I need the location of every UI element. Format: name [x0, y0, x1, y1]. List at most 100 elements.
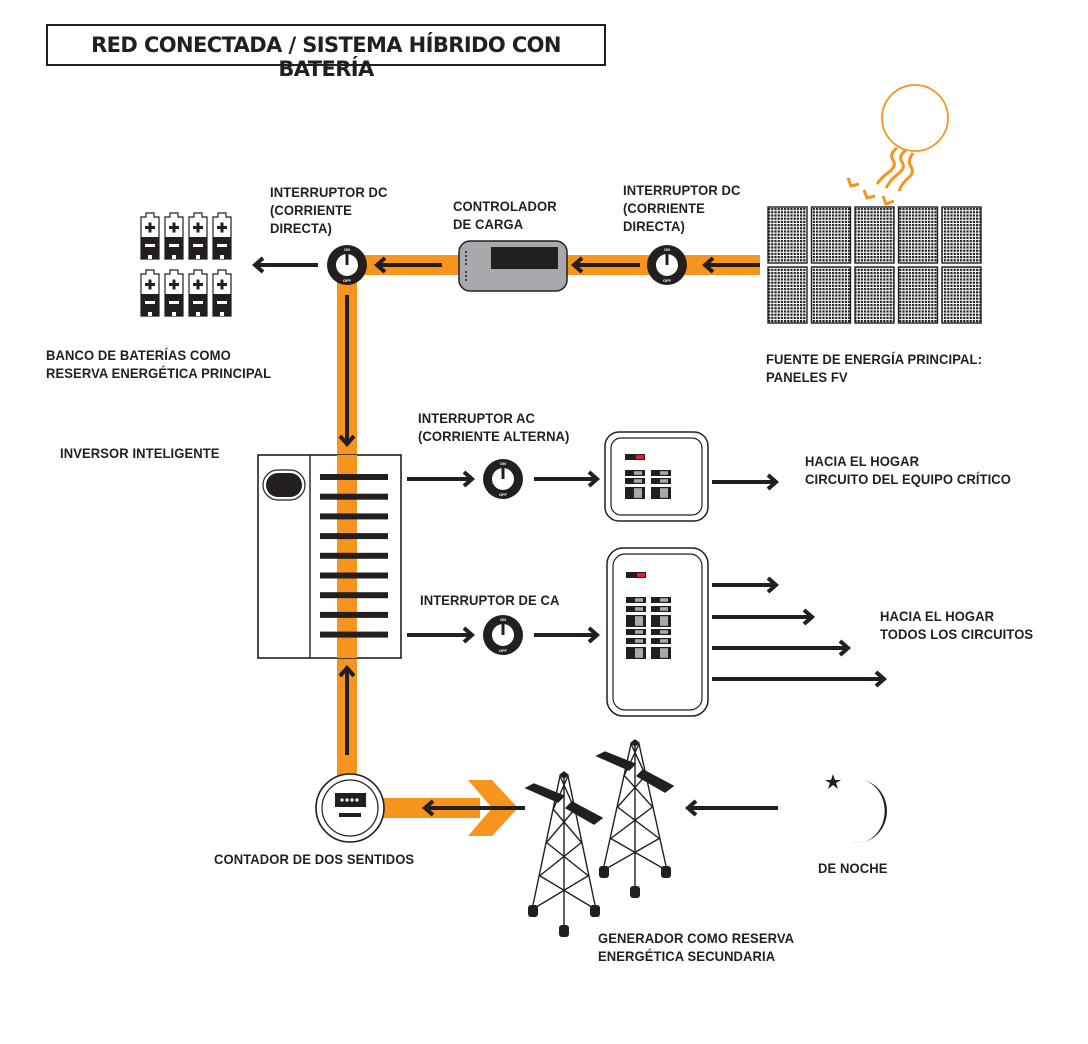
breaker-toggle — [635, 648, 643, 658]
inverter-icon — [257, 454, 402, 659]
inverter-vent-bar — [320, 493, 388, 500]
arrow-right-circuit-2 — [712, 608, 816, 626]
ac-switch-top[interactable]: ON OFF — [483, 459, 523, 499]
battery-icon — [212, 269, 232, 317]
arrow-right-circuit-4 — [712, 670, 888, 688]
breaker-toggle — [660, 616, 668, 626]
arrow-right-to-ac-switch-bottom — [407, 626, 476, 644]
switch-pointer — [345, 254, 349, 265]
tower-footing — [630, 886, 640, 898]
label-pv-panels: FUENTE DE ENERGÍA PRINCIPAL: PANELES FV — [766, 350, 982, 386]
label-dc-switch-right: INTERRUPTOR DC (CORRIENTE DIRECTA) — [623, 181, 741, 235]
tower-footing — [599, 866, 609, 878]
arrow-right-to-ac-switch-top — [407, 470, 476, 488]
breaker-toggle — [635, 616, 643, 626]
breaker-toggle — [660, 607, 668, 611]
breaker-toggle — [660, 471, 668, 475]
label-battery-bank: BANCO DE BATERÍAS COMO RESERVA ENERGÉTIC… — [46, 346, 271, 382]
arrow-right-circuit-3 — [712, 639, 852, 657]
solar-panel-icon — [810, 266, 852, 324]
switch-off-label: OFF — [499, 648, 508, 653]
inverter-vent-bar — [320, 533, 388, 540]
breaker-toggle — [660, 648, 668, 658]
arrow-left-to-meter — [421, 799, 525, 817]
label-line: RESERVA ENERGÉTICA PRINCIPAL — [46, 365, 272, 381]
arrow-right-circuit-1 — [712, 576, 780, 594]
label-bidirectional-meter: CONTADOR DE DOS SENTIDOS — [214, 851, 415, 867]
tower-footing — [559, 925, 569, 937]
label-line: (CORRIENTE — [270, 202, 352, 218]
label-smart-inverter: INVERSOR INTELIGENTE — [60, 445, 220, 461]
label-line: BANCO DE BATERÍAS COMO — [46, 347, 231, 363]
battery-icon — [164, 269, 184, 317]
solar-panel-icon — [941, 206, 982, 264]
inverter-vent-bar — [320, 552, 388, 559]
label-line: INTERRUPTOR DC — [623, 182, 741, 198]
diagram-title: RED CONECTADA / SISTEMA HÍBRIDO CON BATE… — [91, 33, 561, 81]
label-line: ENERGÉTICA SECUNDARIA — [598, 948, 776, 964]
solar-panel-icon — [810, 206, 852, 264]
label-line: TODOS LOS CIRCUITOS — [880, 626, 1034, 642]
flow-arrows — [251, 256, 888, 817]
breaker-toggle — [635, 598, 643, 602]
label-line: (CORRIENTE ALTERNA) — [418, 428, 570, 444]
breaker-panel-all — [606, 547, 709, 717]
title-box: RED CONECTADA / SISTEMA HÍBRIDO CON BATE… — [46, 24, 606, 81]
breaker-toggle — [660, 598, 668, 602]
switch-on-label: ON — [664, 247, 670, 252]
meter-icon — [315, 773, 385, 843]
label-line: INTERRUPTOR AC — [418, 410, 536, 426]
pv-panels — [767, 206, 982, 324]
breaker-toggle — [634, 488, 642, 498]
moon-icon — [852, 780, 887, 843]
controller-leds — [465, 251, 467, 281]
label-line: CIRCUITO DEL EQUIPO CRÍTICO — [805, 471, 1012, 487]
dc-switch-right[interactable]: ON OFF — [647, 245, 687, 285]
solar-panel-icon — [767, 266, 808, 324]
battery-icon — [164, 212, 184, 260]
star-icon — [825, 774, 841, 789]
battery-icon — [188, 269, 208, 317]
charge-controller — [458, 240, 568, 292]
ac-switch-bottom[interactable]: ON OFF — [483, 615, 523, 655]
label-generator: GENERADOR COMO RESERVA ENERGÉTICA SECUND… — [598, 929, 794, 965]
switch-pointer — [501, 624, 505, 635]
arrow-right-critical — [712, 473, 780, 491]
arrow-down-to-inverter — [338, 295, 356, 448]
label-line: DIRECTA) — [270, 220, 332, 236]
switch-pointer — [501, 468, 505, 479]
inverter-vent-bar — [320, 572, 388, 579]
arrow-right-to-panel-top — [534, 470, 601, 488]
inverter-vent-bar — [320, 513, 388, 520]
label-charge-controller: CONTROLADOR DE CARGA — [453, 197, 557, 233]
transmission-tower — [524, 771, 604, 937]
switch-on-label: ON — [500, 461, 506, 466]
sun-icon — [846, 84, 949, 206]
breaker-toggle — [634, 471, 642, 475]
label-line: GENERADOR COMO RESERVA — [598, 930, 795, 946]
label-line: (CORRIENTE — [623, 200, 705, 216]
switch-off-label: OFF — [499, 492, 508, 497]
label-line: PANELES FV — [766, 369, 848, 385]
solar-panel-icon — [897, 206, 939, 264]
label-critical-circuit: HACIA EL HOGAR CIRCUITO DEL EQUIPO CRÍTI… — [805, 452, 1011, 488]
breaker-toggle — [660, 630, 668, 634]
tower-footing — [661, 866, 671, 878]
switch-on-label: ON — [500, 617, 506, 622]
tower-footing — [528, 905, 538, 917]
arrow-left-to-battery — [251, 256, 318, 274]
label-line: CONTROLADOR — [453, 198, 557, 214]
arrow-left-night — [684, 799, 778, 817]
label-line: INTERRUPTOR DC — [270, 184, 388, 200]
arrow-left-pv — [701, 256, 760, 274]
label-line: HACIA EL HOGAR — [805, 453, 920, 469]
arrow-up-from-meter — [338, 664, 356, 755]
breaker-toggle — [635, 607, 643, 611]
tower-footing — [590, 905, 600, 917]
label-night: DE NOCHE — [818, 860, 888, 876]
breaker-toggle — [634, 479, 642, 483]
switch-off-label: OFF — [663, 278, 672, 283]
label-line: FUENTE DE ENERGÍA PRINCIPAL: — [766, 351, 983, 367]
